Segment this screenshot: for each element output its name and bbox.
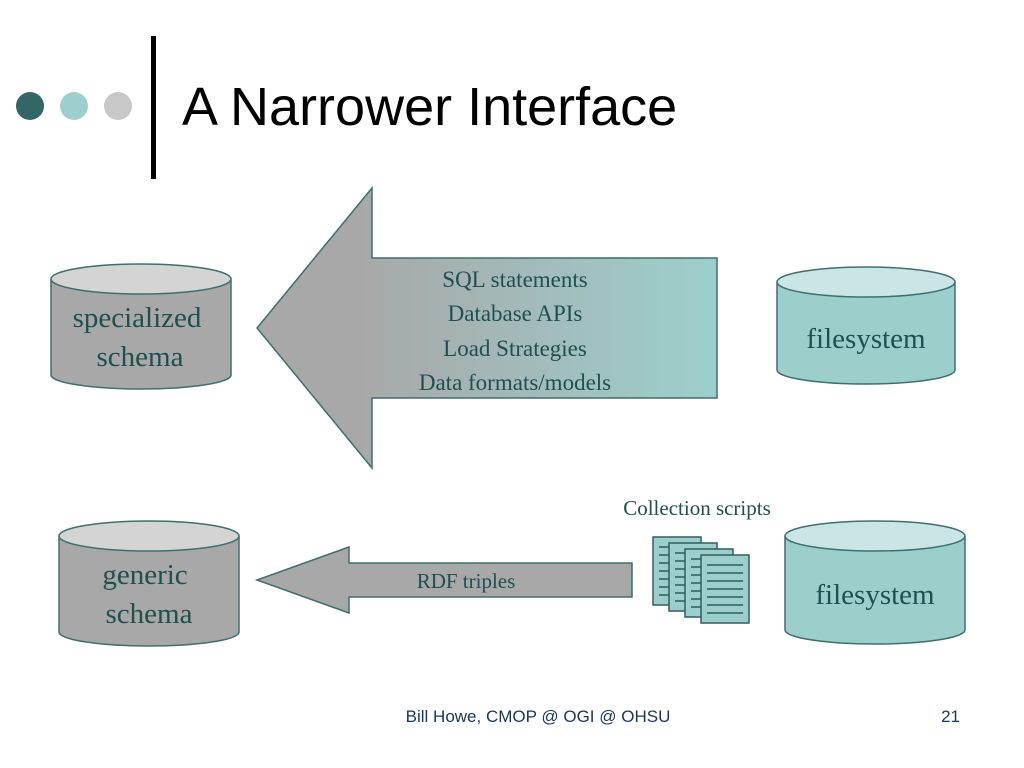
collection-scripts-label: Collection scripts [623, 496, 771, 520]
arrow-shape [256, 185, 718, 471]
filesystem-label: filesystem [815, 579, 935, 611]
filesystem-cylinder-bottom: filesystem [784, 520, 966, 645]
cylinder-body [776, 282, 956, 385]
large-left-arrow: SQL statements Database APIs Load Strate… [256, 185, 718, 471]
arrow-item-apis: Database APIs [448, 301, 583, 326]
generic-schema-label-line1: generic [102, 559, 187, 591]
specialized-schema-label-line1: specialized [73, 302, 202, 334]
slide-title: A Narrower Interface [182, 77, 678, 137]
specialized-schema-label-line2: schema [97, 341, 184, 373]
filesystem-label: filesystem [806, 323, 926, 355]
cylinder-top [50, 263, 232, 295]
rdf-triples-label: RDF triples [417, 569, 516, 593]
document-page-4 [700, 554, 750, 624]
generic-schema-cylinder: generic schema [58, 520, 240, 647]
cylinder-body [58, 536, 240, 647]
arrow-shape [254, 545, 633, 615]
cylinder-body [784, 536, 966, 645]
cylinder-top [58, 520, 240, 552]
generic-schema-label-line2: schema [106, 598, 193, 630]
title-divider [151, 36, 156, 179]
documents-stack-icon [652, 536, 750, 624]
dot-teal [60, 92, 88, 120]
dot-dark [16, 92, 44, 120]
cylinder-body [50, 279, 232, 390]
arrow-item-load: Load Strategies [443, 336, 587, 361]
arrow-item-formats: Data formats/models [419, 370, 611, 395]
filesystem-cylinder-top: filesystem [776, 266, 956, 385]
dot-gray [104, 92, 132, 120]
specialized-schema-cylinder: specialized schema [50, 263, 232, 390]
footer-credit: Bill Howe, CMOP @ OGI @ OHSU [405, 707, 671, 726]
page-number: 21 [941, 707, 960, 726]
arrow-item-sql: SQL statements [442, 267, 587, 292]
cylinder-top [784, 520, 966, 552]
cylinder-top [776, 266, 956, 298]
title-bullet-dots [16, 92, 134, 122]
small-left-arrow: RDF triples [254, 545, 633, 615]
